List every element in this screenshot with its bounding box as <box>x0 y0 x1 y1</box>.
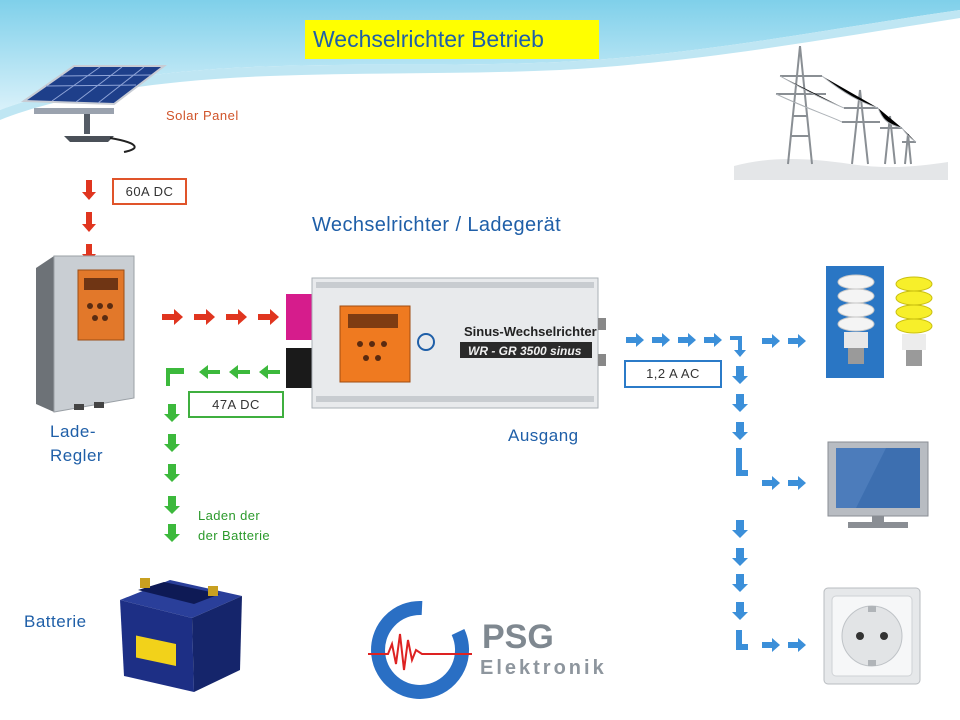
blue-arrow-right <box>652 333 670 347</box>
blue-arrow-elbow <box>736 448 748 476</box>
blue-arrow-down <box>732 366 748 384</box>
output-current-box: 1,2 A AC <box>624 360 722 388</box>
blue-arrow-right <box>704 333 722 347</box>
light-bulbs-image <box>826 266 933 378</box>
inverter-heading: Wechselrichter / Ladegerät <box>312 214 562 236</box>
blue-arrow-elbow <box>736 630 748 650</box>
power-pylons-image <box>734 46 948 180</box>
inverter-model: WR - GR 3500 sinus <box>468 344 582 358</box>
red-arrow-right <box>258 309 279 325</box>
blue-arrow-right <box>788 638 806 652</box>
green-arrow-elbow <box>166 368 184 386</box>
controller-to-inverter-arrows <box>162 309 279 325</box>
charge-controller-image <box>36 255 135 413</box>
socket-image <box>823 587 921 685</box>
blue-arrow-down <box>732 602 748 620</box>
blue-arrow-right <box>762 334 780 348</box>
solar-flow-arrows <box>82 180 96 262</box>
blue-arrow-right <box>626 333 644 347</box>
green-arrow-left <box>259 365 280 379</box>
output-label: Ausgang <box>508 426 579 445</box>
blue-arrow-down <box>732 422 748 440</box>
red-arrow-right <box>226 309 247 325</box>
blue-arrow-right <box>762 638 780 652</box>
green-arrow-down <box>164 404 180 422</box>
blue-arrow-right <box>678 333 696 347</box>
blue-arrow-down <box>732 548 748 566</box>
blue-arrow-down <box>732 394 748 412</box>
battery-image <box>120 578 242 692</box>
blue-arrow-elbow <box>730 336 746 357</box>
battery-label: Batterie <box>24 612 87 631</box>
blue-arrow-right <box>788 476 806 490</box>
psg-logo: PSG Elektronik <box>368 600 607 699</box>
logo-psg-text: PSG <box>482 618 554 656</box>
bulb-yellow <box>895 276 933 334</box>
charge-controller-label: Lade- Regler <box>50 422 104 465</box>
charge-flow-arrows <box>164 404 180 542</box>
red-arrow-right <box>162 309 183 325</box>
green-arrow-left <box>229 365 250 379</box>
green-arrow-down <box>164 464 180 482</box>
charging-label: Laden der der Batterie <box>198 508 271 543</box>
red-arrow-down <box>82 212 96 232</box>
inverter-name: Sinus-Wechselrichter <box>464 324 597 339</box>
blue-arrow-down <box>732 520 748 538</box>
solar-panel-image <box>20 65 167 153</box>
tv-image <box>827 441 929 528</box>
logo-elektronik-text: Elektronik <box>480 657 607 679</box>
output-flow-arrows <box>626 333 806 652</box>
green-arrow-down <box>164 434 180 452</box>
battery-current-box: 47A DC <box>188 391 284 418</box>
blue-arrow-down <box>732 574 748 592</box>
blue-arrow-right <box>788 334 806 348</box>
green-arrow-down <box>164 524 180 542</box>
green-arrow-down <box>164 496 180 514</box>
red-arrow-down <box>82 180 96 200</box>
inverter-to-controller-arrows <box>166 365 280 386</box>
inverter-image: Sinus-Wechselrichter WR - GR 3500 sinus <box>286 277 606 409</box>
blue-arrow-right <box>762 476 780 490</box>
green-arrow-left <box>199 365 220 379</box>
solar-panel-label: Solar Panel <box>166 108 239 123</box>
bulb-white <box>837 274 875 332</box>
solar-current-box: 60A DC <box>112 178 187 205</box>
diagram-title: Wechselrichter Betrieb <box>305 20 599 59</box>
red-arrow-right <box>194 309 215 325</box>
